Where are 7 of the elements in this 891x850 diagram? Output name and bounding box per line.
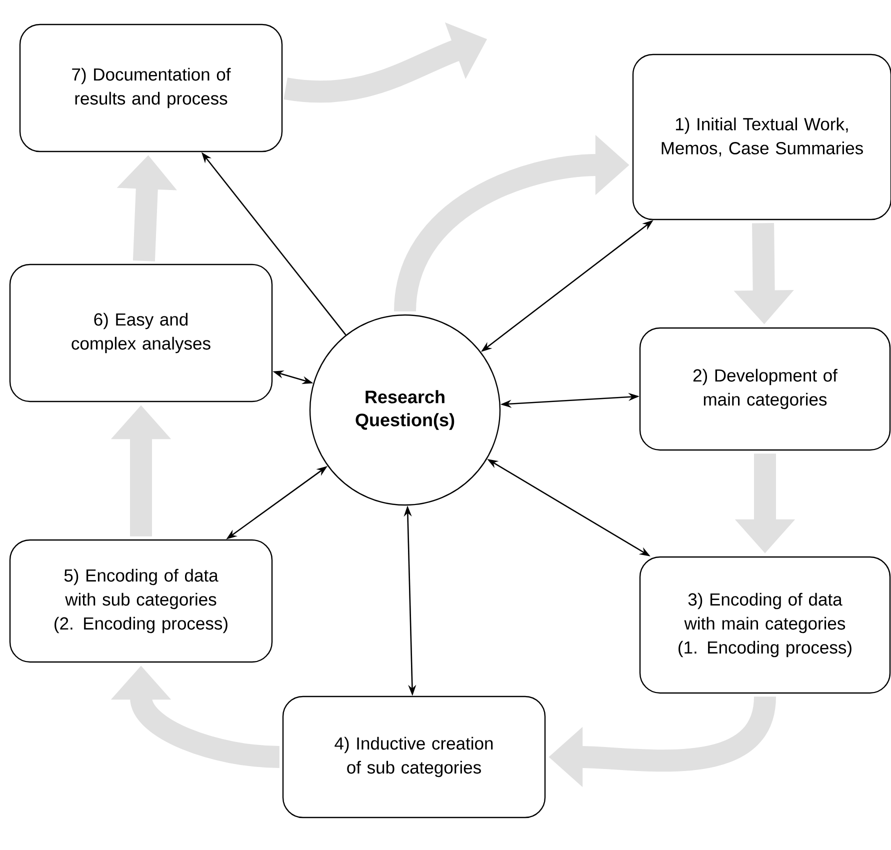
process-box: 6) Easy and complex analyses <box>9 264 273 402</box>
process-box: 1) Initial Textual Work, Memos, Case Summaries <box>632 54 891 220</box>
process-box: 3) Encoding of data with main categories (1. Encoding process) <box>639 556 891 694</box>
process-box: 5) Encoding of data with sub categories (2. Encoding process) <box>9 539 273 663</box>
process-box: 2) Development of main categories <box>639 327 891 451</box>
process-box: 4) Inductive creation of sub categories <box>282 696 546 818</box>
process-box: 7) Documentation of results and process <box>19 24 283 152</box>
